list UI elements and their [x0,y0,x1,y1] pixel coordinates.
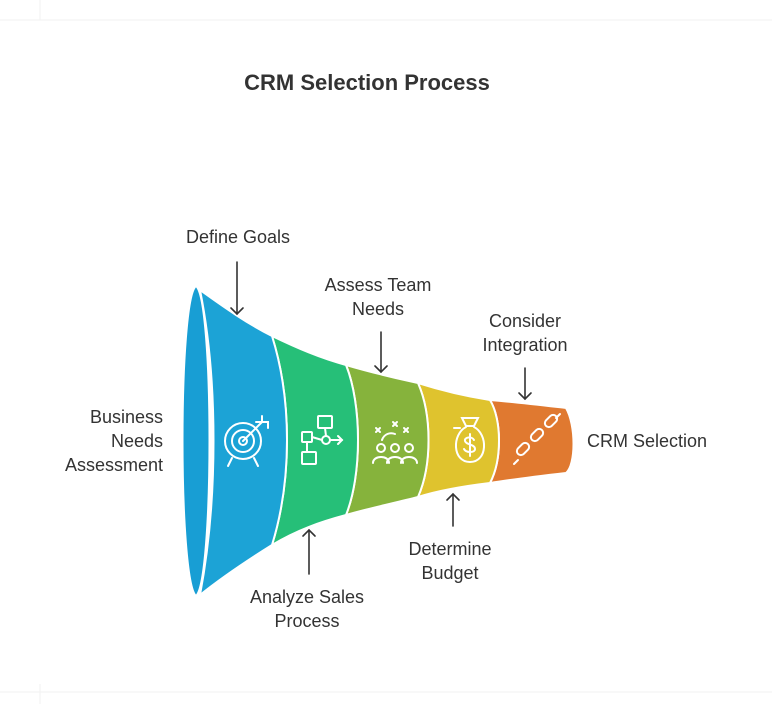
arrow-analyze-sales [302,528,316,575]
funnel-segment-define-goals [198,287,288,598]
chain-link-icon [513,413,561,465]
label-business-needs-assessment: Business Needs Assessment [64,407,163,475]
label-consider-integration: Consider Integration [482,311,568,355]
label-define-goals: Define Goals [185,227,291,247]
arrow-assess-team [374,331,388,374]
label-crm-selection: CRM Selection [587,431,708,451]
money-bag-icon [453,417,485,464]
arrow-determine-budget [446,492,460,527]
label-assess-team-needs: Assess Team Needs [324,275,432,319]
label-analyze-sales-process: Analyze Sales Process [249,587,365,631]
target-icon [224,415,269,467]
label-determine-budget: Determine Budget [408,539,492,583]
arrow-define-goals [230,261,244,316]
team-icon [372,421,418,464]
diagram-title: CRM Selection Process [244,70,490,95]
funnel-segment-consider-integration [488,398,575,485]
flowchart-icon [301,415,344,465]
arrow-consider-integration [518,367,532,401]
funnel-mouth [181,284,211,598]
funnel-segment-determine-budget [416,381,500,499]
